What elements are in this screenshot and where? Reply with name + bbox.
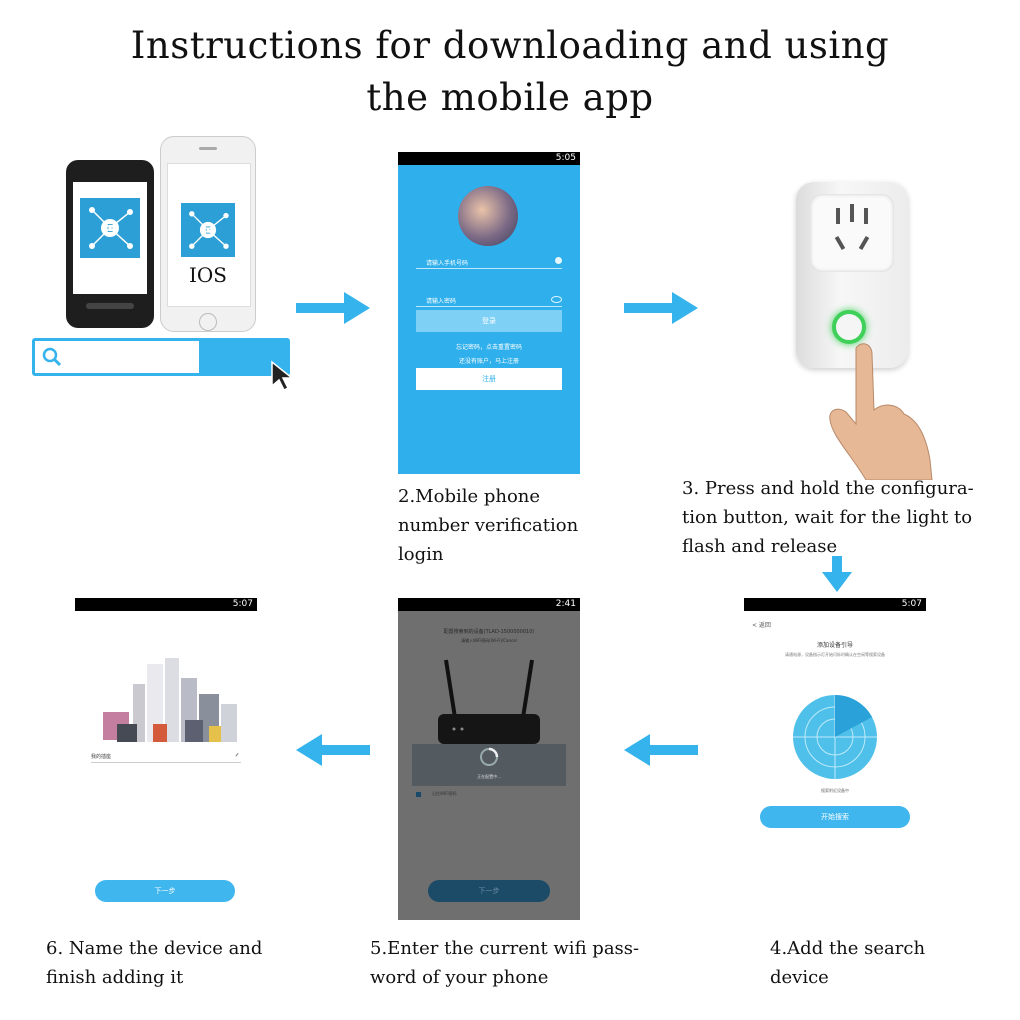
smart-plug xyxy=(796,182,908,368)
router-icon xyxy=(434,658,544,752)
arrow-right-icon xyxy=(624,292,698,328)
svg-text:E: E xyxy=(205,226,211,237)
app-icon: E xyxy=(181,203,235,257)
radar-icon xyxy=(792,694,878,784)
remember-wifi-label: 记住WIFI密码 xyxy=(432,791,457,796)
arrow-left-icon xyxy=(296,734,370,770)
ios-label: IOS xyxy=(189,263,227,287)
step2-login-screen: 5:05 请输入手机号码 请输入密码 登录 忘记密码，点击重置密码 还没有账户，… xyxy=(398,152,580,474)
step2-caption: 2.Mobile phone number verification login xyxy=(398,486,579,565)
back-button[interactable]: < 返回 xyxy=(752,622,771,629)
config-button-led[interactable] xyxy=(832,310,866,344)
remember-wifi-checkbox[interactable] xyxy=(416,792,421,797)
title-line-1: Instructions for downloading and using xyxy=(130,24,890,67)
device-name-input[interactable]: 我的插座 xyxy=(91,752,242,763)
phone-number-input[interactable]: 请输入手机号码 xyxy=(416,254,562,269)
socket-face xyxy=(810,194,894,272)
edit-icon[interactable] xyxy=(235,752,242,760)
store-search-bar[interactable] xyxy=(32,338,290,376)
wifi-prompt-text: 请输入WiFi密码(Wi-Fi)/Cancel xyxy=(461,638,517,643)
step1-iphone: E IOS xyxy=(160,136,256,332)
instruction-text: 请通电源，设备指示灯开始闪烁时确认在空闲等搜索设备 xyxy=(785,652,885,657)
next-button[interactable]: 下一步 xyxy=(95,880,235,902)
arrow-right-icon xyxy=(296,292,370,328)
finger-icon xyxy=(826,340,936,484)
forgot-password-link[interactable]: 忘记密码，点击重置密码 xyxy=(455,344,522,351)
app-icon: E xyxy=(80,198,140,258)
appliances-image xyxy=(93,654,243,754)
step4-caption: 4.Add the search device xyxy=(770,938,926,988)
register-button[interactable]: 注册 xyxy=(416,368,562,390)
cursor-icon xyxy=(270,360,298,396)
step5-caption: 5.Enter the current wifi pass- word of y… xyxy=(370,938,640,988)
next-button[interactable]: 下一步 xyxy=(428,880,550,902)
arrow-down-icon xyxy=(822,556,852,596)
password-input[interactable]: 请输入密码 xyxy=(416,292,562,307)
step5-wifi-screen: 2:41 配置搜索到的设备(TLAD-1500000010) 请输入WiFi密码… xyxy=(398,598,580,920)
page-header: 添加设备引导 xyxy=(816,642,853,649)
status-time: 5:05 xyxy=(398,152,580,165)
clear-icon[interactable] xyxy=(555,257,562,264)
status-time: 2:41 xyxy=(398,598,580,611)
eye-icon[interactable] xyxy=(551,296,562,303)
status-time: 5:07 xyxy=(75,598,257,611)
avatar xyxy=(458,186,518,246)
step6-name-screen: 5:07 我的插座 下一步 xyxy=(75,598,257,920)
status-time: 5:07 xyxy=(744,598,926,611)
searching-text: 搜索附近设备中 xyxy=(821,788,849,793)
step1-android-phone: E xyxy=(66,160,154,328)
progress-dialog: 正在配置中... xyxy=(412,744,566,786)
title-line-2: the mobile app xyxy=(366,76,654,119)
spinner-icon xyxy=(478,746,500,772)
step4-search-screen: 5:07 < 返回 添加设备引导 请通电源，设备指示灯开始闪烁时确认在空闲等搜索… xyxy=(744,598,926,920)
start-search-button[interactable]: 开始搜索 xyxy=(760,806,910,828)
step6-caption: 6. Name the device and finish adding it xyxy=(46,938,263,988)
new-user-link[interactable]: 还没有账户，马上注册 xyxy=(458,358,519,365)
config-device-text: 配置搜索到的设备(TLAD-1500000010) xyxy=(443,629,535,635)
arrow-left-icon xyxy=(624,734,698,770)
search-icon xyxy=(41,346,63,372)
login-button[interactable]: 登录 xyxy=(416,310,562,332)
step3-caption: 3. Press and hold the configura- tion bu… xyxy=(682,478,974,557)
